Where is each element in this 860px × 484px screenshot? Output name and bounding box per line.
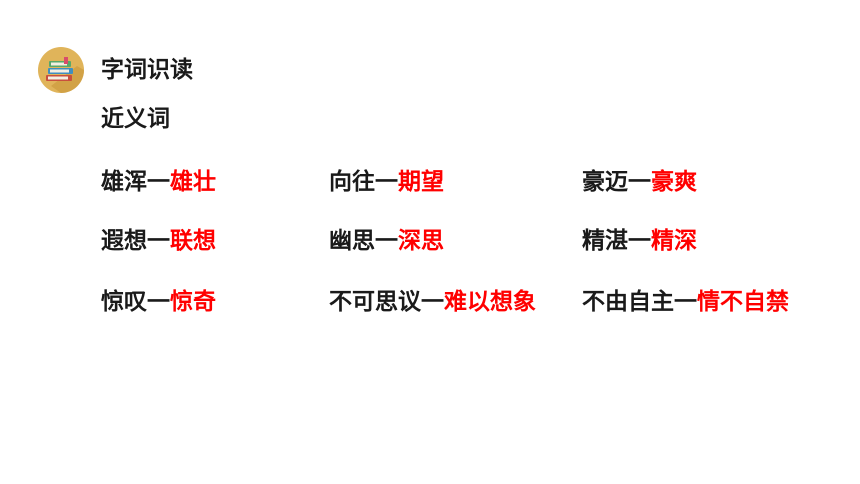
pair-separator: 一 [147,289,170,315]
pair-separator: 一 [375,228,398,254]
pair-synonym: 精深 [651,228,697,254]
synonym-pair: 雄浑一雄壮 [101,167,216,197]
pair-term: 豪迈 [582,169,628,195]
pair-synonym: 难以想象 [444,289,536,315]
pair-synonym: 情不自禁 [697,289,789,315]
pair-separator: 一 [628,169,651,195]
synonym-pair: 不可思议一难以想象 [329,287,536,317]
synonym-pair: 精湛一精深 [582,226,697,256]
pair-separator: 一 [147,228,170,254]
pair-separator: 一 [375,169,398,195]
pair-separator: 一 [421,289,444,315]
synonym-pair: 不由自主一情不自禁 [582,287,789,317]
pair-term: 幽思 [329,228,375,254]
pair-synonym: 深思 [398,228,444,254]
pair-term: 雄浑 [101,169,147,195]
synonym-pair: 遐想一联想 [101,226,216,256]
pair-separator: 一 [674,289,697,315]
synonym-pair: 向往一期望 [329,167,444,197]
pair-synonym: 联想 [170,228,216,254]
pair-term: 精湛 [582,228,628,254]
pair-synonym: 惊奇 [170,289,216,315]
section-title: 字词识读 [101,57,193,83]
pair-synonym: 雄壮 [170,169,216,195]
subtitle: 近义词 [101,106,170,132]
pair-term: 不由自主 [582,289,674,315]
pair-separator: 一 [147,169,170,195]
synonym-pair: 幽思一深思 [329,226,444,256]
pair-synonym: 豪爽 [651,169,697,195]
pair-term: 不可思议 [329,289,421,315]
books-icon [37,46,85,94]
pair-synonym: 期望 [398,169,444,195]
synonym-pair: 惊叹一惊奇 [101,287,216,317]
pair-term: 惊叹 [101,289,147,315]
pair-separator: 一 [628,228,651,254]
pair-term: 遐想 [101,228,147,254]
pair-term: 向往 [329,169,375,195]
synonym-pair: 豪迈一豪爽 [582,167,697,197]
